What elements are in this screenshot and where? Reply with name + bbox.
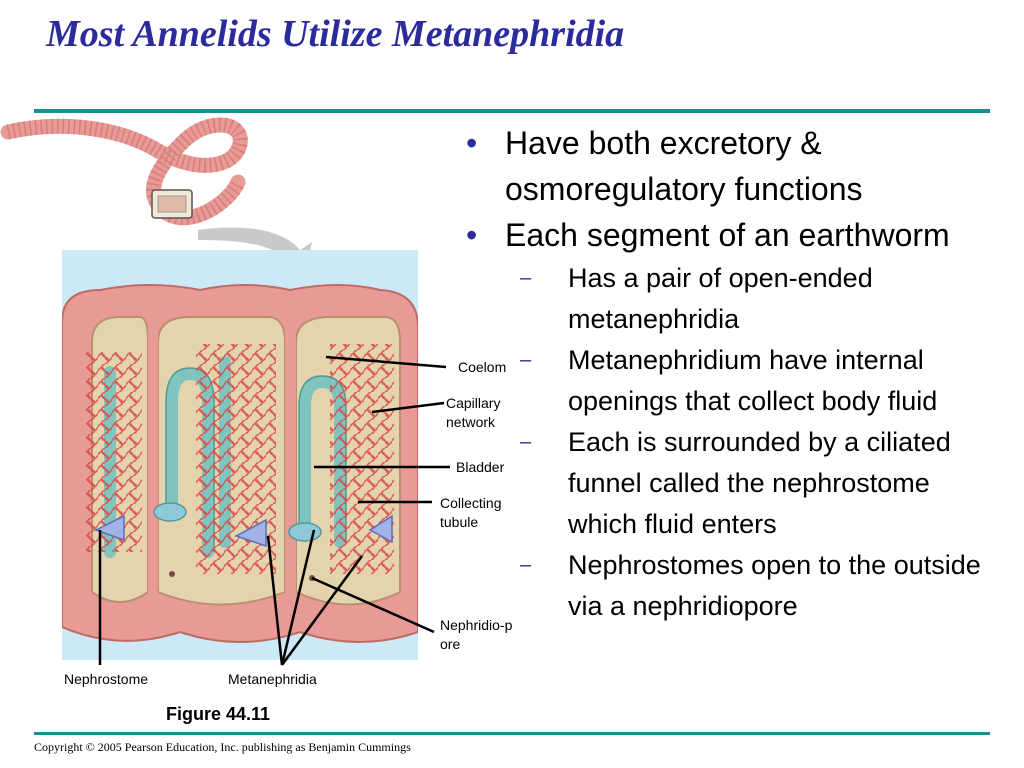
label-metanephridia: Metanephridia	[228, 671, 317, 687]
earthworm-illustration	[0, 117, 450, 666]
sub-bullet-item: Nephrostomes open to the outside via a n…	[460, 545, 1000, 627]
bullet-item: Have both excretory & osmoregulatory fun…	[460, 120, 1000, 212]
worm-section	[62, 284, 418, 643]
label-nephrostome: Nephrostome	[64, 671, 149, 687]
sub-bullet-item: Metanephridium have internal openings th…	[460, 340, 1000, 422]
footer-divider	[34, 732, 990, 735]
bullet-item: Each segment of an earthworm	[460, 212, 1000, 258]
sub-bullet-item: Has a pair of open-ended metanephridia	[460, 258, 1000, 340]
slide-title: Most Annelids Utilize Metanephridia	[46, 13, 625, 55]
whole-earthworm	[0, 117, 248, 226]
copyright-notice: Copyright © 2005 Pearson Education, Inc.…	[34, 740, 411, 754]
leader-lines	[98, 355, 450, 666]
earthworm-figure: Coelom Capillary network Bladder Collect…	[0, 112, 540, 732]
figure-caption: Figure 44.11	[166, 704, 271, 724]
sub-bullet-item: Each is surrounded by a ciliated funnel …	[460, 422, 1000, 545]
bullet-list: Have both excretory & osmoregulatory fun…	[460, 120, 1000, 627]
title-divider	[34, 109, 990, 113]
